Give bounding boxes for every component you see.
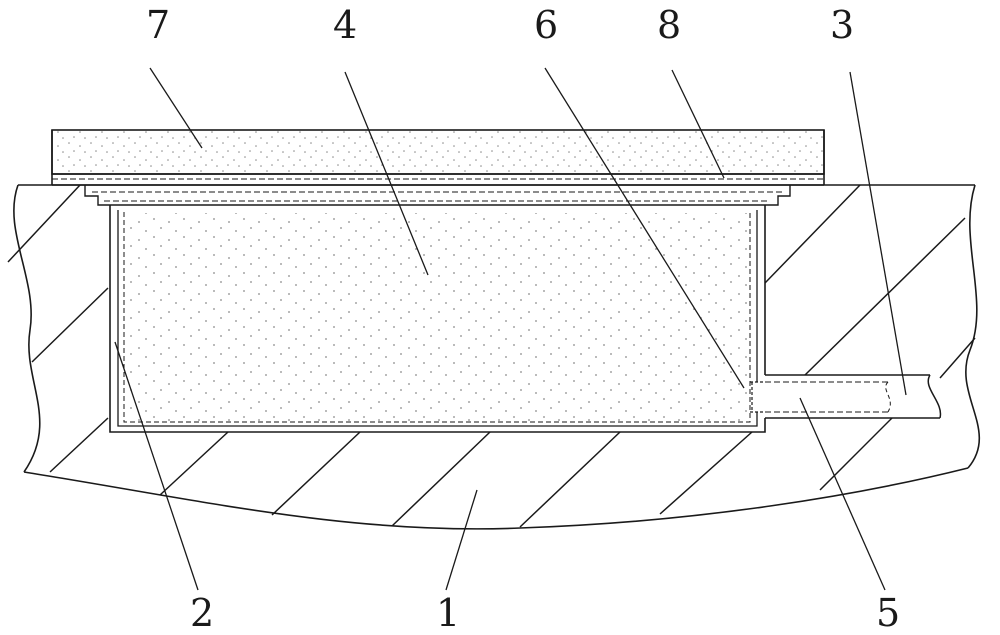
base-body — [7, 184, 980, 530]
left-break-line — [13, 184, 41, 473]
tank-flange — [84, 185, 791, 206]
leader-lines — [114, 67, 907, 591]
leader-8 — [671, 69, 725, 179]
cover-assembly — [51, 129, 825, 186]
callout-5: 5 — [876, 591, 900, 635]
callout-4: 4 — [333, 3, 357, 47]
callout-8: 8 — [657, 3, 681, 47]
tank-inner-wall — [117, 210, 758, 427]
callout-7: 7 — [146, 3, 170, 47]
tank-outer-wall — [109, 205, 766, 433]
leader-6 — [544, 67, 745, 389]
cover-plate — [51, 129, 825, 175]
tank-liner-dashed — [123, 212, 751, 423]
outlet-pipe — [750, 374, 942, 419]
pipe-connector — [750, 381, 765, 413]
bottom-curve — [23, 467, 969, 530]
leader-4 — [344, 71, 429, 276]
callout-2: 2 — [190, 591, 214, 635]
leader-1 — [445, 489, 478, 591]
tank-filler — [125, 213, 749, 421]
right-break-line — [965, 184, 980, 469]
callout-labels: 7 4 6 8 3 2 1 5 — [146, 3, 900, 635]
leader-5 — [799, 397, 886, 591]
hatch-lines — [7, 184, 976, 528]
pipe-break-end — [927, 374, 942, 419]
leader-7 — [149, 67, 203, 149]
callout-6: 6 — [534, 3, 558, 47]
leader-3 — [849, 71, 907, 396]
callout-1: 1 — [436, 591, 460, 635]
pipe-break-dashed — [885, 381, 891, 413]
callout-3: 3 — [830, 3, 854, 47]
leader-2 — [114, 341, 199, 591]
